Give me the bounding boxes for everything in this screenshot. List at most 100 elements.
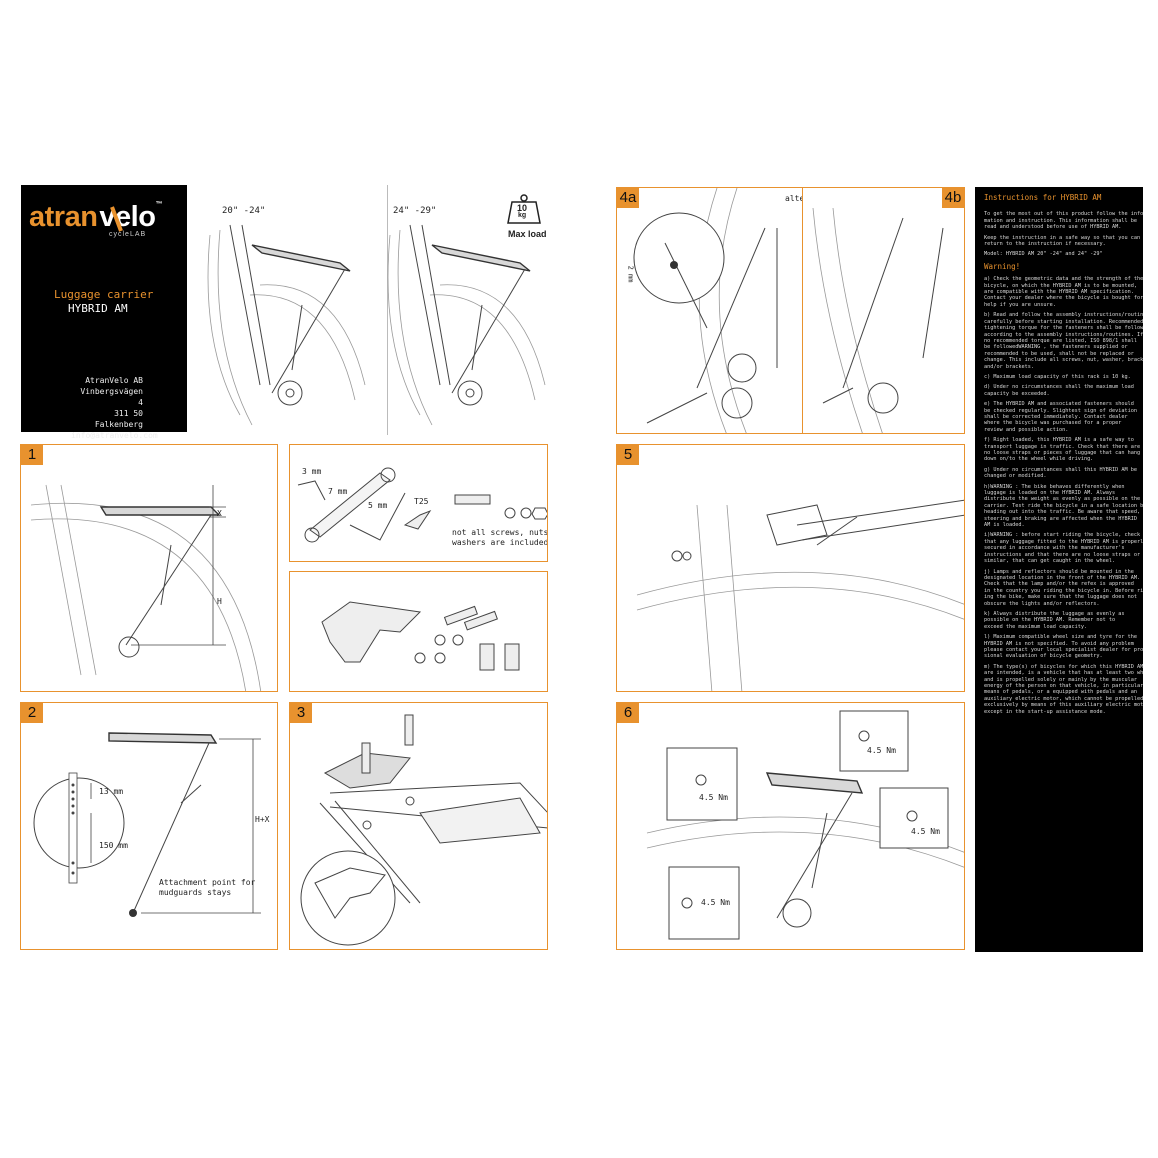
instructions-keep: Keep the instruction in a safe way so th… [984, 235, 1143, 248]
instruction-line: d) Under no circumstances shall the maxi… [984, 384, 1134, 391]
instruction-paragraph: d) Under no circumstances shall the maxi… [984, 384, 1143, 397]
step-4a-number: 4a [617, 188, 639, 208]
instruction-line: except in the start-up assistance mode. [984, 708, 1106, 715]
tool-3mm: 3 mm [302, 467, 322, 476]
instruction-line: be checked regularly. Slightest sign of … [984, 407, 1138, 414]
instruction-line: Contact your dealer where the bicycle is… [984, 295, 1143, 302]
instruction-paragraph: f) Right loaded, this HYBRID AM is a saf… [984, 437, 1143, 463]
instructions-warning: Warning! [984, 261, 1021, 271]
instruction-line: secured in accordance with the manufactu… [984, 545, 1125, 552]
step-5-number: 5 [617, 445, 639, 465]
size-label-a: 20" -24" [222, 206, 266, 216]
step-2-attach-1: Attachment point for [159, 878, 256, 887]
instruction-paragraph: l) Maximum compatible wheel size and tyr… [984, 634, 1143, 660]
tools-note-1: not all screws, nuts and [452, 528, 548, 537]
size-label-b: 24" -29" [393, 206, 437, 216]
brand-tm: ™ [155, 201, 162, 208]
instruction-line: means of pedals, or a equipped with peda… [984, 689, 1138, 696]
step-2-number: 2 [21, 703, 43, 723]
instruction-line: help if you are unsure. [984, 301, 1056, 308]
step-6-panel: 6 4.5 Nm 4.5 Nm 4.5 Nm 4.5 Nm [616, 702, 965, 950]
brand-logo: atranvelo™ [29, 201, 162, 234]
brand-slash-icon [110, 206, 123, 232]
instruction-line: bicycle, on which the HYBRID AM is to be… [984, 282, 1138, 289]
instruction-line: shall be corrected immediately. Contact … [984, 413, 1128, 420]
instruction-line: energy of the person on that vehicle, in… [984, 683, 1143, 689]
instruction-paragraph: e) The HYBRID AM and associated fastener… [984, 401, 1143, 433]
overview-area: 20" -24" 24" -29" 10 kg [190, 185, 550, 435]
overview-illustration [207, 224, 546, 426]
instruction-line: auxiliary electric motor, which cannot b… [984, 695, 1143, 702]
instruction-paragraph: h)WARNING : The bike behaves differently… [984, 484, 1143, 529]
instruction-line: c) Maximum load capacity of this rack is… [984, 373, 1131, 380]
max-load-label: Max load [508, 229, 547, 239]
instruction-line: designated location in the front of the … [984, 574, 1141, 581]
step-2-dim-150: 150 mm [99, 841, 128, 850]
instruction-line: g) Under no circumstances shall this HYB… [984, 466, 1138, 473]
brand-name-right: velo [99, 201, 156, 233]
instruction-line: tightening torque for the fasteners shal… [984, 325, 1143, 332]
instruction-line: down on/to the wheel while driving. [984, 456, 1094, 463]
instruction-line: changed or modified. [984, 473, 1047, 480]
instruction-line: e) The HYBRID AM and associated fastener… [984, 401, 1134, 408]
step-4b-illustration [812, 207, 944, 433]
step-4b-number: 4b [942, 188, 964, 208]
instruction-paragraph: m) The type(s) of bicycles for which thi… [984, 664, 1143, 715]
max-load-unit: kg [518, 212, 527, 219]
instruction-line: and is propelled solely or mainly by the… [984, 676, 1138, 683]
step-2-panel: 2 13 mm 150 mm H+X Attachment point for … [20, 702, 278, 950]
address-email: info@atranvelo.com [71, 431, 158, 440]
instruction-line: review and possible action. [984, 426, 1069, 433]
brand-name-left: atran [29, 201, 98, 233]
instruction-line: recommended to be used, shall not be rep… [984, 350, 1134, 357]
instructions-heading: Instructions for HYBRID AM [984, 193, 1102, 202]
step-4b-panel: 4b [802, 187, 965, 434]
address-company: AtranVelo AB [85, 376, 143, 385]
instruction-line: and/or brackets. [984, 363, 1034, 370]
instruction-line: luggage is loaded on the HYBRID AM. Alwa… [984, 490, 1116, 497]
brand-panel: atranvelo™ cycleLAB Luggage carrier HYBR… [21, 185, 187, 440]
instruction-line: i)WARNING : before start riding the bicy… [984, 532, 1141, 539]
max-load-weight-icon: 10 kg [504, 193, 544, 225]
instruction-line: please contact your local specialist dea… [984, 646, 1143, 653]
instruction-paragraph: j) Lamps and reflectors should be mounte… [984, 569, 1143, 607]
instruction-line: m) The type(s) of bicycles for which thi… [984, 663, 1143, 670]
instruction-line: no loose straps or pieces of luggage tha… [984, 450, 1141, 456]
instruction-line: transport luggage in traffic. Check that… [984, 443, 1141, 450]
keep-line: return to the instruction if necessary. [984, 241, 1106, 248]
step-1-illustration [30, 484, 262, 691]
tool-5mm: 5 mm [368, 501, 388, 510]
instruction-line: distribute the weight as evenly as possi… [984, 496, 1141, 503]
instruction-line: be followedWARNING , the fasteners suppl… [984, 344, 1128, 351]
tools-panel: 3 mm 7 mm 5 mm T25 not all screws, nuts … [289, 444, 548, 562]
instruction-line: b) Read and follow the assembly instruct… [984, 312, 1143, 319]
step-4a-illustration [633, 188, 778, 433]
address-street: Vinbergsvägen 4 [80, 387, 143, 407]
step-3-panel: 3 [289, 702, 548, 950]
instruction-line: exceed the maximum load capacity. [984, 623, 1088, 630]
product-title-2: HYBRID AM [68, 302, 128, 315]
instruction-line: carefully before starting installation. … [984, 318, 1143, 325]
instructions-paragraphs: a) Check the geometric data and the stre… [984, 276, 1143, 715]
instruction-line: k) Always distribute the luggage as even… [984, 610, 1125, 617]
instructions-panel: Instructions for HYBRID AM To get the mo… [975, 187, 1143, 952]
step-1-label-h: H [217, 597, 222, 606]
instruction-line: that any luggage fitted to the HYBRID AM… [984, 538, 1143, 545]
instruction-line: are compatible with the HYBRID AM specif… [984, 289, 1134, 296]
step-1-number: 1 [21, 445, 43, 465]
torque-label-2: 4.5 Nm [867, 746, 896, 755]
step-2-hx: H+X [255, 815, 270, 824]
parts-panel [289, 571, 548, 692]
torque-label-3: 4.5 Nm [911, 827, 940, 836]
step-5-illustration [636, 499, 964, 691]
instruction-line: in the country you riding the bicycle in… [984, 587, 1143, 594]
instruction-line: a) Check the geometric data and the stre… [984, 276, 1143, 283]
instruction-line: carrier. Test ride the bicycle in a safe… [984, 502, 1143, 509]
step-2-illustration [33, 732, 261, 917]
step-1-panel: 1 X H [20, 444, 278, 692]
step-2-dim-13: 13 mm [99, 787, 124, 796]
instruction-line: ing the bike, make sure that the luggage… [984, 594, 1138, 601]
instruction-paragraph: b) Read and follow the assembly instruct… [984, 312, 1143, 370]
tools-note-2: washers are included [452, 538, 548, 547]
instruction-paragraph: g) Under no circumstances shall this HYB… [984, 467, 1143, 480]
